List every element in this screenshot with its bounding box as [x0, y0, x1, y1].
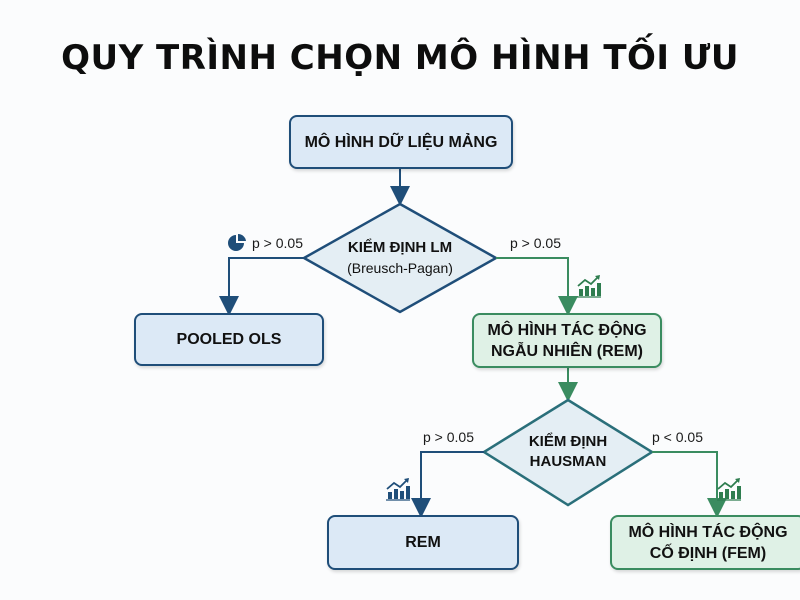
start-node: MÔ HÌNH DỮ LIỆU MẢNG: [289, 115, 513, 169]
pie-chart-icon: [227, 233, 247, 258]
lm-test-subtitle: (Breusch-Pagan): [347, 260, 453, 276]
hausman-left-condition: p > 0.05: [423, 429, 474, 445]
lm-test-diamond: [301, 202, 499, 314]
lm-test-title: KIỂM ĐỊNH LM: [347, 239, 453, 256]
growth-chart-icon: [385, 477, 411, 506]
hausman-diamond: [481, 398, 655, 507]
pooled-ols-node: POOLED OLS: [134, 313, 324, 366]
rem-node: REM: [327, 515, 519, 570]
fem-node: MÔ HÌNH TÁC ĐỘNG CỐ ĐỊNH (FEM): [610, 515, 800, 570]
rem-model-line2: NGẪU NHIÊN (REM): [490, 342, 643, 360]
hausman-right-condition: p < 0.05: [652, 429, 703, 445]
hausman-line2: HAUSMAN: [529, 453, 607, 470]
lm-right-condition: p > 0.05: [510, 235, 561, 251]
start-node-label: MÔ HÌNH DỮ LIỆU MẢNG: [304, 133, 498, 151]
growth-chart-icon: [716, 477, 742, 506]
rem-model-line1: MÔ HÌNH TÁC ĐỘNG: [487, 321, 647, 339]
pooled-ols-label: POOLED OLS: [176, 331, 282, 348]
lm-test-text: KIỂM ĐỊNH LM (Breusch-Pagan): [320, 238, 480, 278]
fem-line1: MÔ HÌNH TÁC ĐỘNG: [628, 523, 788, 541]
rem-label: REM: [405, 534, 441, 551]
lm-left-condition: p > 0.05: [252, 235, 303, 251]
hausman-text: KIỂM ĐỊNH HAUSMAN: [508, 432, 628, 472]
page-title: QUY TRÌNH CHỌN MÔ HÌNH TỐI ƯU: [61, 38, 739, 78]
hausman-line1: KIỂM ĐỊNH: [528, 433, 608, 450]
rem-model-node: MÔ HÌNH TÁC ĐỘNG NGẪU NHIÊN (REM): [472, 313, 662, 368]
growth-chart-icon: [576, 274, 602, 303]
fem-line2: CỐ ĐỊNH (FEM): [649, 544, 767, 562]
